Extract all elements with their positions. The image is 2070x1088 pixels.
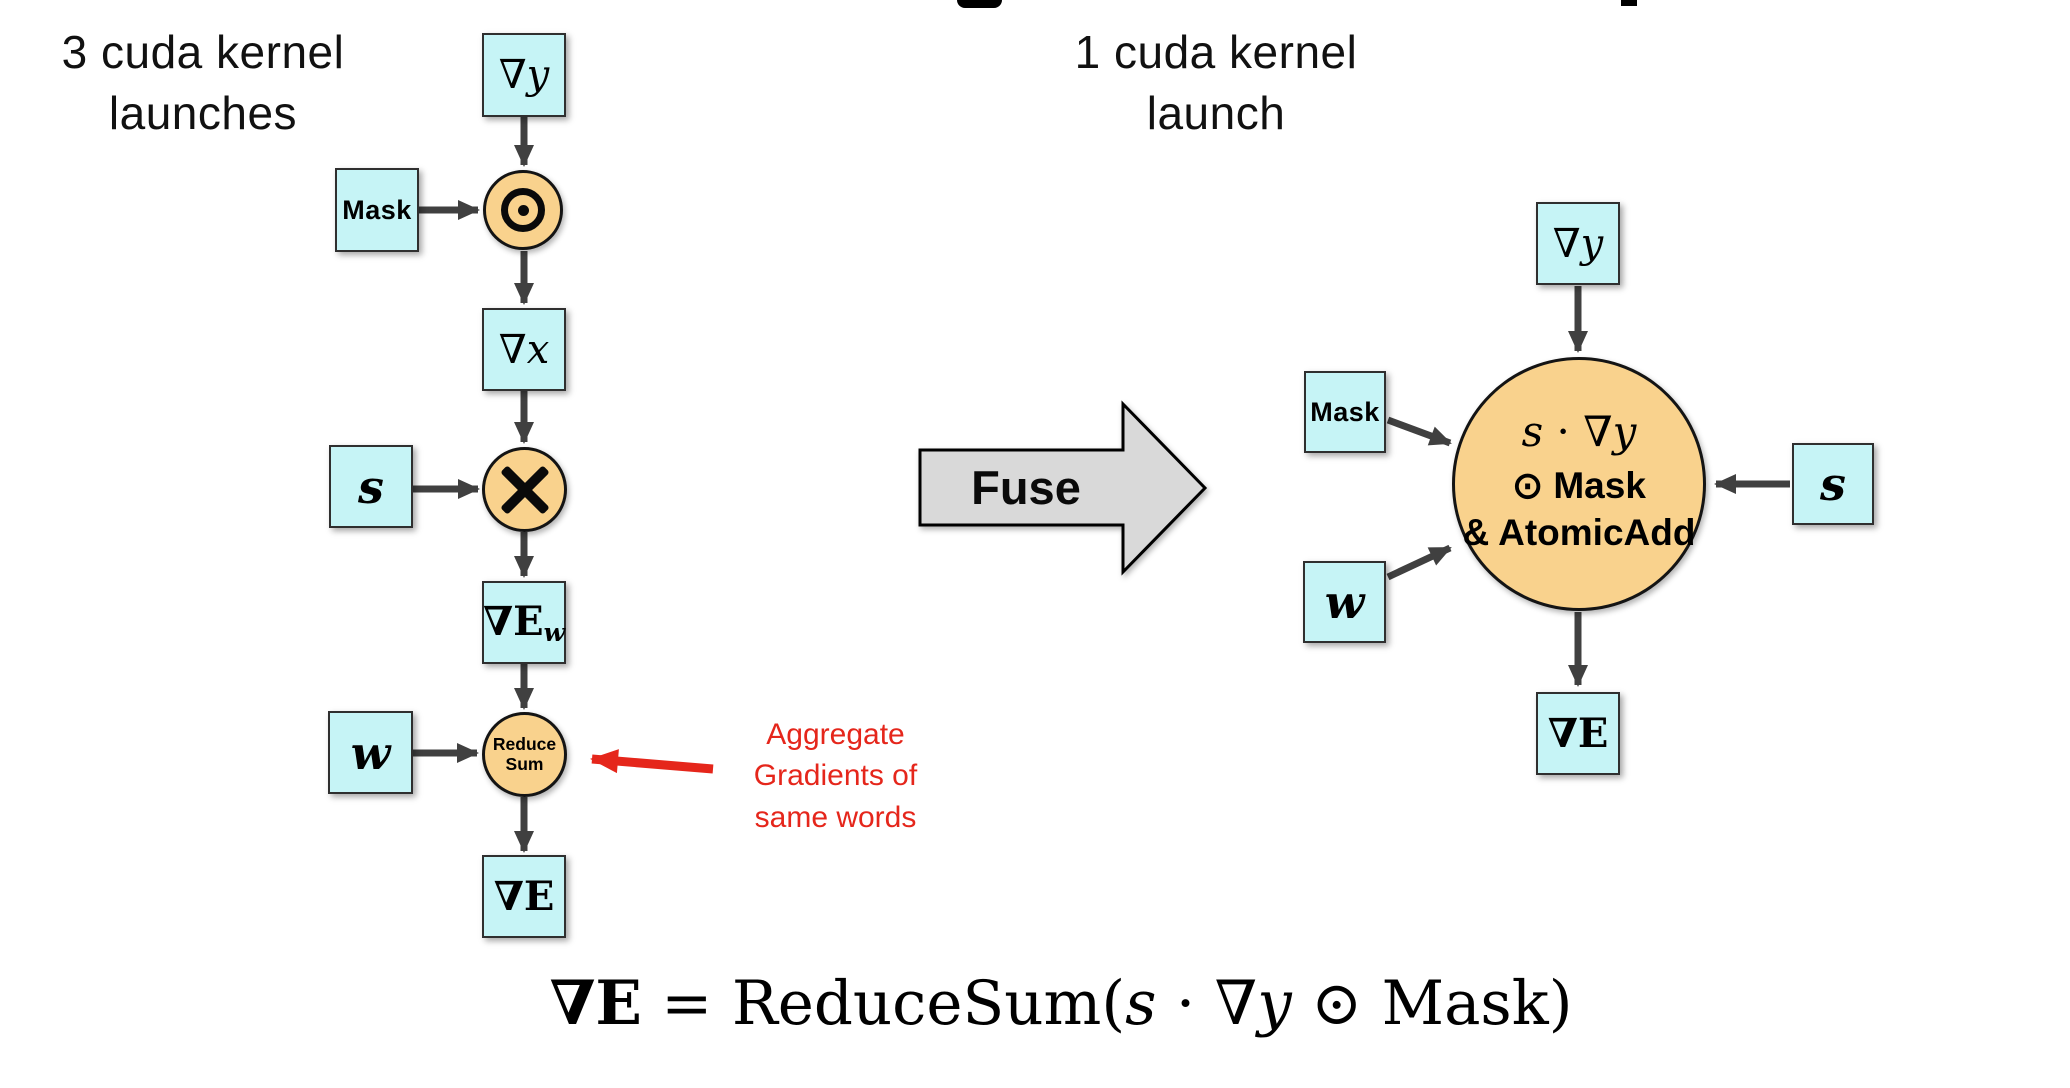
w-label: w	[1324, 575, 1365, 629]
formula-s: s	[1125, 968, 1157, 1039]
grad-e-label: ∇E	[1548, 710, 1609, 757]
grad-y-label: ∇y	[1553, 221, 1604, 267]
grad-x-label: ∇x	[499, 327, 550, 373]
right-panel-header: 1 cuda kernel launch	[1074, 26, 1358, 139]
w-box-right: w	[1303, 561, 1386, 643]
var-E: E	[1577, 710, 1609, 757]
cropped-title-fragment-right	[1621, 0, 1637, 6]
s-box-left: s	[329, 445, 413, 528]
fuse-label: Fuse	[971, 461, 1081, 514]
grad-e-label: ∇E	[494, 873, 555, 920]
nabla-glyph: ∇	[498, 52, 527, 98]
grad-ew-label: ∇Ew	[483, 598, 565, 647]
times-node	[482, 447, 567, 532]
arrow-w-to-kernel	[1386, 544, 1452, 581]
reduce-sum-label: Reduce Sum	[492, 733, 557, 774]
nabla-glyph: ∇	[1552, 220, 1581, 267]
formula-lhs: ∇E	[549, 968, 642, 1039]
nabla-glyph: ∇	[483, 597, 514, 645]
formula-y: y	[1257, 968, 1292, 1039]
s-label: s	[358, 459, 384, 514]
grad-ew-box: ∇Ew	[482, 581, 566, 664]
hadamard-odot-icon	[501, 188, 545, 232]
w-box-left: w	[328, 711, 413, 794]
sub-w: w	[543, 618, 565, 648]
gradient-formula: ∇E = ReduceSum(s · ∇y ⊙ Mask)	[26, 968, 2070, 1039]
odot-operator: ⊙	[1311, 968, 1363, 1039]
nabla-glyph: ∇	[493, 873, 524, 920]
times-x-icon	[493, 458, 557, 522]
left-panel-header: 3 cuda kernel launches	[61, 26, 345, 139]
kernel-line2: ⊙ Mask	[1512, 465, 1646, 507]
s-label: s	[1820, 457, 1846, 511]
formula-mid: = ReduceSum(	[641, 968, 1126, 1039]
s-box-right: s	[1792, 443, 1874, 525]
mask-label: Mask	[342, 194, 412, 225]
annotation-red-arrow	[590, 749, 714, 774]
arrow-mask-to-kernel	[1386, 416, 1452, 447]
formula-space	[1292, 968, 1311, 1039]
grad-x-box: ∇x	[482, 308, 566, 391]
dot-operator: ·	[1543, 407, 1584, 457]
grad-y-box-left: ∇y	[482, 33, 566, 117]
aggregate-gradients-annotation: Aggregate Gradients of same words	[753, 718, 918, 834]
grad-y-label: ∇y	[499, 52, 550, 98]
fused-kernel-text: s · ∇y ⊙ Mask & AtomicAdd	[1463, 411, 1696, 556]
hadamard-node	[483, 170, 563, 250]
w-label: w	[350, 725, 391, 780]
grad-e-box-right: ∇E	[1536, 692, 1620, 775]
fuse-block-arrow	[918, 400, 1208, 576]
mask-box-left: Mask	[335, 168, 419, 252]
var-y: y	[1612, 407, 1637, 457]
var-E: E	[523, 873, 555, 920]
nabla-glyph: ∇	[1583, 407, 1613, 457]
nabla-glyph: ∇	[1547, 710, 1578, 757]
var-y: y	[526, 52, 550, 98]
fused-kernel-node: s · ∇y ⊙ Mask & AtomicAdd	[1452, 357, 1706, 611]
nabla-glyph: ∇	[1214, 968, 1258, 1039]
grad-e-box-left: ∇E	[482, 855, 566, 938]
cropped-title-fragment-left	[957, 0, 1002, 8]
var-y: y	[1580, 220, 1604, 267]
formula-post: Mask)	[1362, 968, 1573, 1039]
var-E: E	[513, 597, 544, 645]
var-s: s	[1521, 407, 1544, 457]
formula-dot: ·	[1156, 968, 1215, 1039]
kernel-line3: & AtomicAdd	[1462, 512, 1696, 553]
mask-box-right: Mask	[1304, 371, 1386, 453]
mask-label: Mask	[1310, 396, 1380, 427]
hadamard-odot-dot	[517, 204, 529, 216]
var-x: x	[526, 326, 550, 373]
grad-y-box-right: ∇y	[1536, 202, 1620, 285]
reduce-sum-node: Reduce Sum	[482, 712, 567, 797]
kernel-line1: s · ∇y	[1463, 411, 1696, 453]
nabla-glyph: ∇	[498, 326, 527, 373]
